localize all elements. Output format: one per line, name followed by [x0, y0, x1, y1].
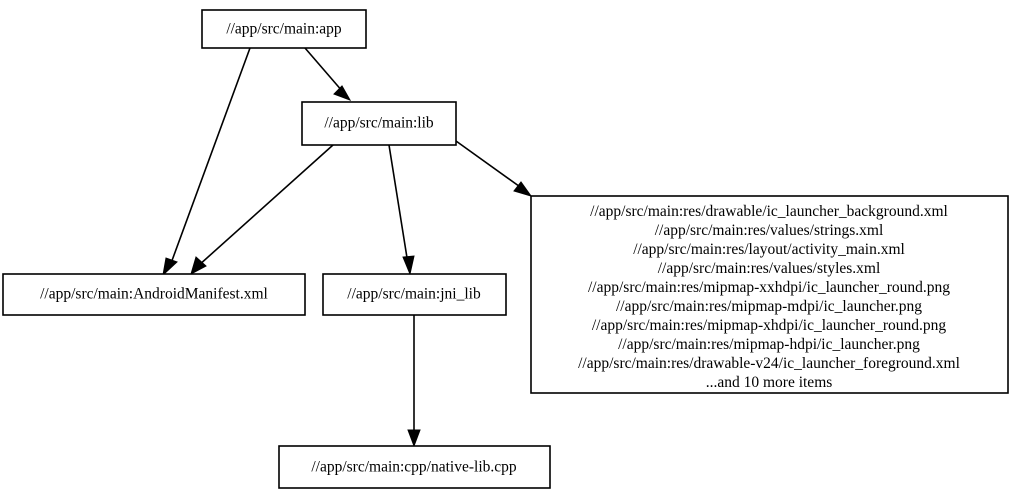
edge-layer [162, 47, 533, 448]
edge-lib-to-manifest [190, 144, 334, 276]
node-native-lib-cpp-label: //app/src/main:cpp/native-lib.cpp [311, 459, 517, 476]
edge-jni-lib-to-native-lib [407, 315, 421, 448]
node-app-label: //app/src/main:app [226, 21, 342, 38]
edge-lib-to-resources [455, 140, 533, 197]
node-layer: //app/src/main:app //app/src/main:lib //… [2, 9, 1009, 489]
node-resources-line-6: //app/src/main:res/mipmap-mdpi/ic_launch… [616, 298, 922, 315]
node-jni-lib[interactable]: //app/src/main:jni_lib [322, 273, 507, 316]
node-resources-line-1: //app/src/main:res/drawable/ic_launcher_… [590, 203, 948, 220]
node-android-manifest-label: //app/src/main:AndroidManifest.xml [40, 286, 268, 303]
node-resources[interactable]: //app/src/main:res/drawable/ic_launcher_… [530, 195, 1009, 394]
node-native-lib-cpp[interactable]: //app/src/main:cpp/native-lib.cpp [278, 445, 551, 489]
edge-app-to-lib [304, 47, 352, 101]
edge-app-to-manifest [162, 47, 251, 277]
node-lib-label: //app/src/main:lib [324, 115, 434, 132]
node-resources-line-9: //app/src/main:res/drawable-v24/ic_launc… [578, 355, 960, 372]
edge-lib-to-jni-lib [388, 144, 415, 276]
node-resources-line-10: ...and 10 more items [706, 374, 833, 391]
node-lib[interactable]: //app/src/main:lib [301, 101, 457, 146]
node-jni-lib-label: //app/src/main:jni_lib [347, 286, 481, 303]
node-resources-line-2: //app/src/main:res/values/strings.xml [655, 222, 884, 239]
node-resources-line-8: //app/src/main:res/mipmap-hdpi/ic_launch… [618, 336, 920, 353]
node-resources-line-7: //app/src/main:res/mipmap-xhdpi/ic_launc… [592, 317, 947, 334]
node-app[interactable]: //app/src/main:app [201, 9, 367, 49]
node-resources-line-5: //app/src/main:res/mipmap-xxhdpi/ic_laun… [588, 279, 950, 296]
node-resources-line-3: //app/src/main:res/layout/activity_main.… [633, 241, 905, 258]
node-resources-line-4: //app/src/main:res/values/styles.xml [658, 260, 881, 277]
node-android-manifest[interactable]: //app/src/main:AndroidManifest.xml [2, 273, 306, 316]
